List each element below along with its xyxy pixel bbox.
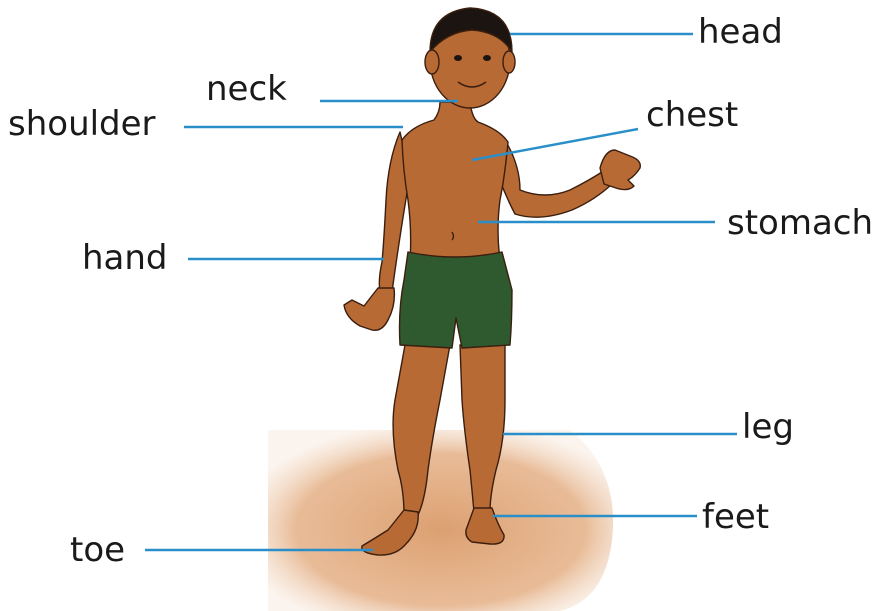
label-feet: feet xyxy=(702,500,769,534)
torso xyxy=(402,102,508,262)
right-hand xyxy=(344,288,394,330)
ear xyxy=(425,50,439,74)
label-head: head xyxy=(698,15,783,49)
ear xyxy=(503,51,515,73)
label-chest: chest xyxy=(646,98,738,132)
label-shoulder: shoulder xyxy=(8,107,156,141)
shorts xyxy=(400,252,513,348)
eye xyxy=(454,55,462,61)
label-leg: leg xyxy=(742,410,794,444)
label-toe: toe xyxy=(70,533,125,567)
eye xyxy=(483,55,491,61)
ground-shadow xyxy=(268,430,613,611)
label-neck: neck xyxy=(206,72,287,106)
label-hand: hand xyxy=(82,241,168,275)
label-stomach: stomach xyxy=(727,206,873,240)
left-hand xyxy=(600,150,640,190)
